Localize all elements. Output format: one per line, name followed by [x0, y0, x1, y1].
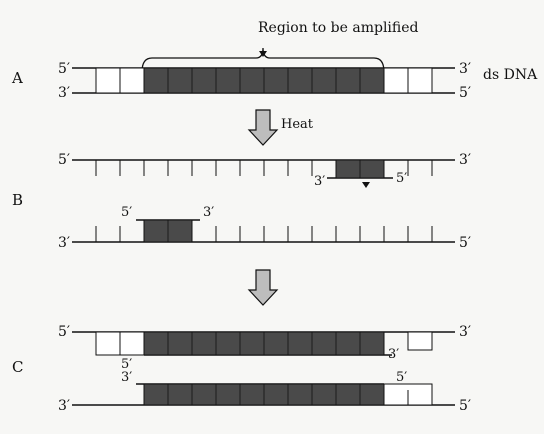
heat-arrow-icon: [247, 109, 279, 146]
c1-new-5-end: 5′: [121, 357, 132, 372]
region-brace: [141, 47, 385, 73]
down-arrow-icon: [247, 269, 279, 306]
primer-left-5-end: 5′: [121, 205, 132, 220]
panel-b-bottom-strand: 5′ 3′ 3′ 5′: [58, 205, 471, 251]
primer-right-5-end: 5′: [396, 171, 407, 186]
primer-right-3-end: 3′: [314, 174, 325, 189]
c2-new-5-end: 5′: [396, 370, 407, 385]
overhang-right: [407, 331, 433, 351]
ds-dna-label: ds DNA: [483, 67, 538, 83]
heat-label: Heat: [281, 117, 314, 132]
a-top-right-end: 3′: [459, 61, 471, 77]
panel-label-a: A: [11, 69, 23, 87]
top-strand-ticks: [95, 160, 433, 176]
c2-new-3-end: 3′: [121, 370, 132, 385]
a-top-left-end: 5′: [58, 61, 70, 77]
region-dividers: [167, 384, 361, 405]
c1-top-left-end: 5′: [58, 324, 70, 340]
c1-new-3-end: 3′: [388, 347, 399, 362]
c2-bottom-left-end: 3′: [58, 398, 70, 414]
region-dividers: [167, 332, 361, 355]
region-dividers: [167, 68, 361, 93]
c1-top-right-end: 3′: [459, 324, 471, 340]
b-top-right-end: 3′: [459, 152, 471, 168]
primer-left-3-end: 3′: [203, 205, 214, 220]
b-bottom-right-end: 5′: [459, 235, 471, 251]
bottom-strand-ticks: [95, 226, 433, 242]
primer-marker: [362, 182, 370, 188]
panel-b-top-strand: 5′ 3′ 3′ 5′: [58, 152, 471, 189]
c2-bottom-right-end: 5′: [459, 398, 471, 414]
brace-marker: [259, 51, 267, 57]
b-bottom-left-end: 3′: [58, 235, 70, 251]
diagram-title: Region to be amplified: [258, 20, 419, 36]
panel-c-duplex-1: 5′ 3′ 5′ 3′: [58, 324, 471, 372]
a-bottom-right-end: 5′: [459, 85, 471, 101]
panel-a-ds-dna: 5′ 3′ 3′ 5′ ds DNA: [58, 61, 538, 101]
panel-label-b: B: [12, 191, 23, 209]
b-top-left-end: 5′: [58, 152, 70, 168]
panel-label-c: C: [12, 358, 23, 376]
a-bottom-left-end: 3′: [58, 85, 70, 101]
panel-c-duplex-2: 3′ 5′ 3′ 5′: [58, 370, 471, 414]
